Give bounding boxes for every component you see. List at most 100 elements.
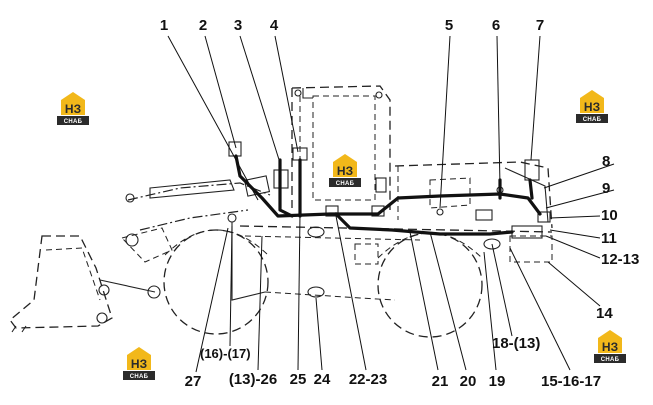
leader-2: [204, 35, 237, 149]
front-fender: [164, 229, 269, 256]
rear-grille: [504, 167, 549, 223]
leader-27: [195, 227, 229, 373]
callout-8: 8: [602, 153, 610, 170]
cab-lamp-right: [375, 91, 383, 99]
leader-21: [409, 231, 439, 371]
callout-2: 2: [199, 17, 207, 34]
cab-connector: [375, 177, 387, 193]
callout-3: 3: [234, 17, 242, 34]
callout-7: 7: [536, 17, 544, 34]
callout-5: 5: [445, 17, 453, 34]
rear-lamp: [524, 159, 540, 181]
leader-8: [543, 163, 615, 189]
drive-shaft: [264, 291, 396, 301]
callout-4: 4: [270, 17, 279, 34]
callout-10: 10: [601, 207, 618, 224]
tilt-pin: [147, 285, 161, 299]
bucket-pin-lower: [96, 312, 108, 324]
callout-20: 20: [460, 373, 477, 390]
rear-connector: [537, 211, 551, 223]
sensor-point: [436, 208, 444, 216]
watermark-logo: [576, 90, 608, 123]
callout-11: 11: [601, 230, 617, 247]
callout-25: 25: [290, 371, 307, 388]
callout-13-26: (13)-26: [229, 371, 277, 388]
boom-lower: [139, 209, 249, 231]
boom-pin-front: [125, 193, 135, 203]
main-harness-upper: [234, 154, 542, 218]
rear-fender: [377, 232, 483, 259]
cab-wiper-mount: [302, 88, 313, 99]
harness-clamp-lower: [307, 286, 325, 298]
leader-22-23: [335, 215, 367, 371]
callout-12-13: 12-13: [601, 251, 639, 268]
leader-12-13: [545, 235, 601, 259]
front-ground-point: [227, 213, 237, 223]
main-harness-lower: [334, 212, 514, 236]
leader-1: [167, 35, 259, 201]
leader-lines: [167, 35, 615, 373]
watermark-logo: [57, 92, 89, 125]
rear-wheel: [377, 232, 483, 338]
callout-24: 24: [314, 371, 331, 388]
engine-hood-outline: [394, 161, 553, 229]
leader-14: [547, 261, 601, 307]
lower-frame-line: [244, 235, 421, 241]
leader-24: [315, 297, 323, 371]
leader-6: [496, 35, 501, 187]
cab-side-window: [312, 95, 376, 201]
tilt-link: [99, 279, 156, 293]
cab-lamp-left: [294, 89, 302, 97]
boom-pin-lower: [125, 233, 139, 247]
leader-25: [297, 213, 301, 371]
callout-14: 14: [596, 305, 613, 322]
watermark-logo: [123, 347, 155, 380]
leader-10: [549, 215, 601, 219]
leader-13-26: [257, 235, 263, 371]
leader-18: [491, 243, 513, 337]
leader-11: [549, 229, 601, 239]
leader-20: [429, 231, 467, 371]
bucket-teeth: [11, 325, 27, 333]
wiring-harness: [231, 154, 542, 301]
electrical-components: [227, 141, 551, 298]
leader-19: [483, 251, 497, 371]
cab-roof-outline: [291, 85, 391, 210]
leader-7: [530, 35, 541, 161]
counterweight-box: [509, 235, 553, 263]
harness-clamp-front: [307, 226, 325, 238]
watermark-logo: [594, 330, 626, 363]
callout-27: 27: [185, 373, 202, 390]
step-box: [354, 243, 379, 265]
watermark-logo: [329, 154, 361, 187]
callout-18-13: 18-(13): [492, 335, 540, 352]
bucket-outline: [9, 235, 113, 329]
callout-21: 21: [432, 373, 449, 390]
leader-3: [239, 35, 282, 167]
callout-9: 9: [602, 180, 610, 197]
rear-light-branch: [528, 178, 534, 200]
watermarks: [57, 90, 626, 380]
harness-clamp-rear: [483, 238, 501, 250]
callout-6: 6: [492, 17, 500, 34]
leader-5: [439, 35, 451, 209]
leader-16-17: [229, 225, 233, 347]
callout-labels: 1 2 3 4 5 6 7 8 9 10 11 12-13 14 18-(13)…: [160, 17, 640, 390]
bucket-inner: [45, 247, 101, 301]
leader-4: [274, 35, 299, 153]
leader-15: [509, 247, 571, 371]
bellcrank: [121, 227, 173, 263]
leader-9: [545, 189, 615, 209]
front-wheel: [163, 229, 269, 335]
callout-19: 19: [489, 373, 506, 390]
callout-1: 1: [160, 17, 168, 34]
engine-panel: [429, 177, 471, 209]
relay-box: [475, 209, 493, 221]
callout-16-17: (16)-(17): [200, 346, 251, 361]
callout-22-23: 22-23: [349, 371, 387, 388]
junction-box-a: [325, 205, 339, 217]
callout-15-16-17: 15-16-17: [541, 373, 601, 390]
cab-drop-harness: [278, 158, 294, 218]
